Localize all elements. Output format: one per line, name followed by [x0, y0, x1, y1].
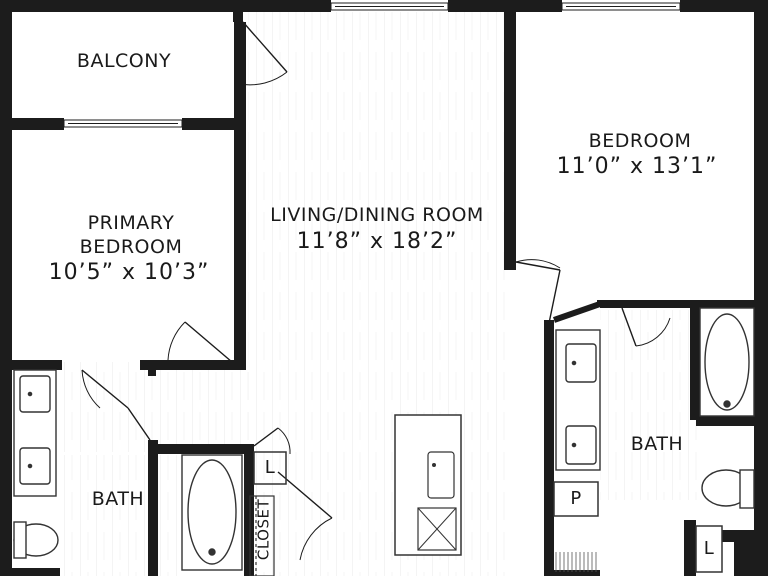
pantry-box	[553, 481, 599, 517]
sink-right-1	[565, 343, 597, 383]
living-room-label: LIVING/DINING ROOM	[270, 204, 484, 226]
pantry-label: P	[570, 488, 582, 509]
hall-floor	[60, 362, 260, 452]
linen-right-box	[695, 525, 723, 573]
bedroom-door	[515, 261, 561, 271]
linen-left-label: L	[264, 457, 276, 478]
primary-bedroom-dimensions: 10’5” x 10’3”	[48, 260, 210, 285]
bath-left-label: BATH	[91, 488, 145, 510]
bedroom-closet-wall	[553, 300, 603, 323]
living-room-dimensions: 11’8” x 18’2”	[296, 229, 458, 254]
closet-shelves	[249, 451, 287, 576]
primary-bedroom-label-2: BEDROOM	[79, 236, 183, 258]
sink-left-1	[19, 375, 51, 413]
hall-door-2	[127, 407, 151, 441]
balcony-door	[242, 21, 288, 73]
bath-right-label: BATH	[630, 433, 684, 455]
bath-left-floor	[60, 455, 180, 576]
linen-door	[253, 427, 279, 447]
sink-left-2	[19, 447, 51, 485]
bath-right-floor	[600, 310, 700, 500]
closet-label: CLOSET	[254, 498, 273, 561]
kitchen-island	[394, 414, 462, 556]
living-floor	[248, 12, 510, 576]
linen-right-label: L	[703, 538, 715, 559]
primary-bedroom-label-1: PRIMARY	[87, 212, 175, 234]
bath-left-fixtures	[13, 369, 243, 571]
closet-door	[277, 471, 333, 519]
hall-door	[81, 369, 129, 409]
doors	[81, 21, 671, 561]
linen-left-box	[253, 451, 287, 485]
counter-texture	[555, 552, 597, 572]
bedroom-label: BEDROOM	[588, 130, 692, 152]
windows	[63, 2, 681, 128]
sink-right-2	[565, 425, 597, 465]
bath-right-fixtures	[553, 307, 755, 573]
balcony-floor	[14, 14, 234, 118]
island-sink	[427, 451, 455, 499]
bath-right-door	[621, 307, 637, 347]
balcony-label: BALCONY	[76, 50, 172, 72]
primary-bedroom-door	[184, 321, 233, 363]
bedroom-dimensions: 11’0” x 13’1”	[556, 154, 718, 179]
